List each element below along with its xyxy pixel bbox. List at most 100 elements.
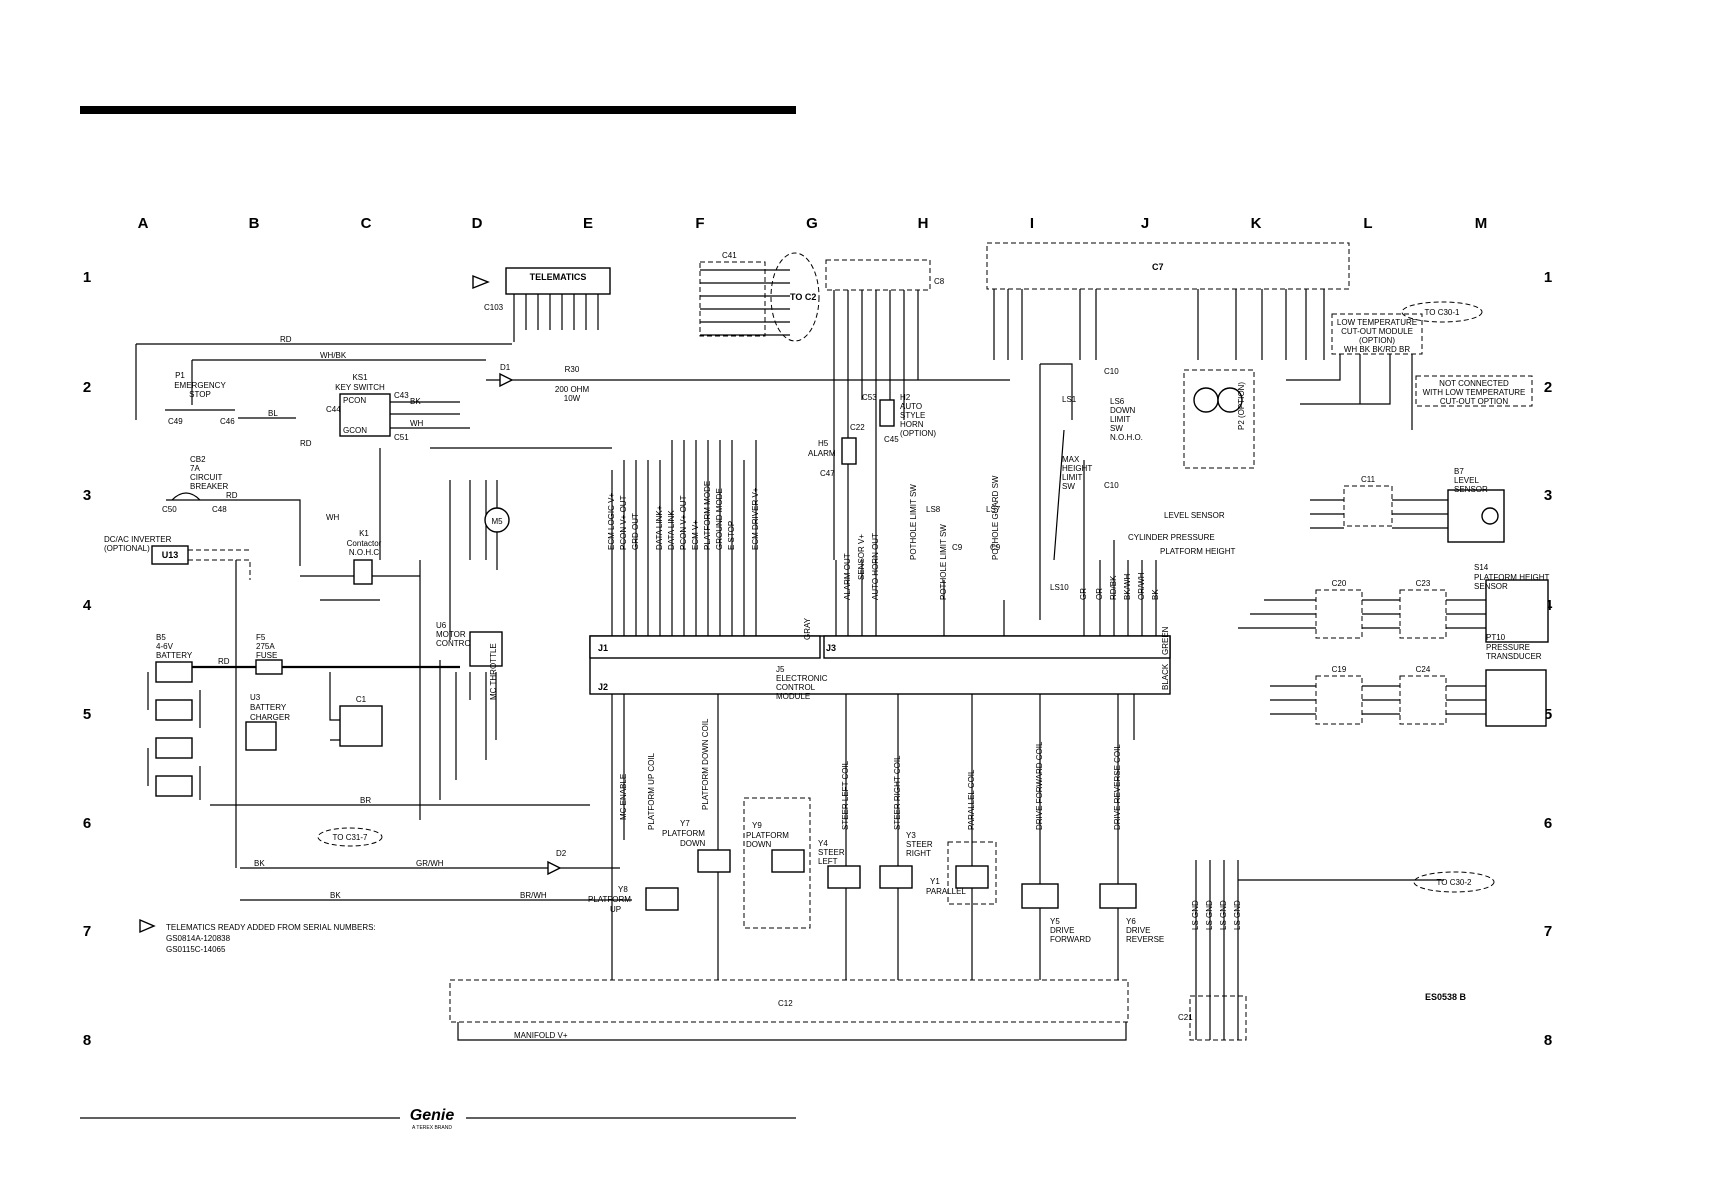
- valve-y4: [827, 865, 861, 889]
- c49-label: C49: [168, 417, 183, 426]
- to-c30-2-label: TO C30-2: [1437, 878, 1473, 887]
- ks1-key-switch: KS1 KEY SWITCH PCON GCON C43 C44 C51 BK …: [326, 373, 424, 442]
- y6-label-1: Y6: [1126, 917, 1136, 926]
- ls10-label: LS10: [1050, 583, 1069, 592]
- valve-y9: [771, 849, 805, 873]
- grid-row-3: 3: [83, 487, 91, 504]
- c8-label: C8: [934, 277, 945, 286]
- c8-connector: C8: [825, 259, 945, 560]
- u13-label: U13: [162, 550, 179, 560]
- h2-label-1: H2: [900, 393, 911, 402]
- cb2-label-2: 7A: [190, 464, 200, 473]
- s14-height-sensor: C20 C23 S14 PLATFORM HEIGHT SENSOR: [1238, 563, 1550, 643]
- c11-label: C11: [1361, 475, 1376, 484]
- ls6-label-5: N.O.H.O.: [1110, 433, 1143, 442]
- d1-r30: D1 R30 200 OHM 10W: [499, 363, 589, 403]
- grid-rows-left: 1 2 3 4 5 6 7 8: [83, 269, 92, 1049]
- j3-signals: ALARM OUT AUTO HORN OUT SENSOR V+ POTHOL…: [843, 524, 1160, 600]
- cb2-label-1: CB2: [190, 455, 206, 464]
- es-code: ES0538 B: [1425, 992, 1467, 1002]
- y8-label-1: Y8: [618, 885, 628, 894]
- plat-height-label: PLATFORM HEIGHT: [1160, 547, 1236, 556]
- ecm-label-2: ELECTRONIC: [776, 674, 828, 683]
- c43-label: C43: [394, 391, 409, 400]
- h2-label-5: (OPTION): [900, 429, 936, 438]
- brand-logo: Genie: [410, 1107, 455, 1124]
- y5-label-3: FORWARD: [1050, 935, 1091, 944]
- grid-row-1: 1: [83, 269, 91, 286]
- wire-whbk-top: WH/BK: [320, 351, 347, 360]
- limit-switches: POTHOLE LIMIT SW LS8 POTHOLE GUARD SW LS…: [909, 363, 1143, 620]
- wire-rd-c48: RD: [226, 491, 238, 500]
- j3-sig-2: AUTO HORN OUT: [871, 533, 880, 600]
- green-label: GREEN: [1161, 626, 1170, 655]
- mc-throttle-label: MC THROTTLE: [489, 643, 498, 700]
- j3-sig-1: ALARM OUT: [843, 553, 852, 600]
- ls8-label: POTHOLE LIMIT SW: [909, 484, 918, 560]
- wire-br-main: BR: [360, 796, 371, 805]
- grid-col-h: H: [918, 215, 929, 232]
- grid-row-5: 5: [83, 706, 91, 723]
- ls6-label-2: DOWN: [1110, 406, 1136, 415]
- y9-label-1: Y9: [752, 821, 762, 830]
- grid-col-c: C: [361, 215, 372, 232]
- cb2-label-3: CIRCUIT: [190, 473, 223, 482]
- c41-connector: C41 TO C2: [699, 251, 820, 342]
- wire-rd-b5: RD: [218, 657, 230, 666]
- f5-label-1: F5: [256, 633, 266, 642]
- telematics-block: TELEMATICS C103: [472, 267, 611, 342]
- telematics-flag-icon: [472, 274, 490, 290]
- grid-row-1-r: 1: [1544, 269, 1552, 286]
- j2-sig-2: PLATFORM UP COIL: [647, 752, 656, 830]
- y7-label-3: DOWN: [680, 839, 706, 848]
- cyl-pressure-label: CYLINDER PRESSURE: [1128, 533, 1215, 542]
- b7-level-sensor: C11 B7 LEVEL SENSOR LEVEL SENSOR CYLINDE…: [1128, 467, 1505, 556]
- ls6-label-1: LS6: [1110, 397, 1125, 406]
- inverter-label-2: (OPTIONAL): [104, 544, 150, 553]
- h5-label-1: H5: [818, 439, 829, 448]
- j1-sig-2: PCON V+ OUT: [619, 495, 628, 550]
- y7-label-1: Y7: [680, 819, 690, 828]
- h2-label-4: HORN: [900, 420, 924, 429]
- wire-rd-top: RD: [280, 335, 292, 344]
- valve-y3: [879, 865, 913, 889]
- p1-emergency-stop: P1 EMERGENCY STOP C49 C46: [165, 371, 235, 426]
- black-label: BLACK: [1161, 663, 1170, 690]
- j2-sig-4: STEER LEFT COIL: [841, 760, 850, 830]
- p2-label: P2 (OPTION): [1237, 382, 1246, 430]
- pt10-label-3: TRANSDUCER: [1486, 652, 1542, 661]
- y3-label-3: RIGHT: [906, 849, 931, 858]
- c21-ls-gnd: C21 LS GND LS GND LS GND LS GND TO C30-2…: [1178, 860, 1495, 1041]
- c7-connector: C7 TO C30-1: [986, 242, 1483, 360]
- c1-label: C1: [356, 695, 367, 704]
- cb2-circuit-breaker: CB2 7A CIRCUIT BREAKER C50 C48: [162, 455, 228, 514]
- grid-row-3-r: 3: [1544, 487, 1552, 504]
- ls7-id: LS7: [986, 505, 1001, 514]
- not-connected-2: WITH LOW TEMPERATURE: [1423, 388, 1526, 397]
- y9-label-2: PLATFORM: [746, 831, 789, 840]
- b5-label-2: 4-6V: [156, 642, 174, 651]
- k1-label-1: K1: [359, 529, 369, 538]
- y9-label-3: DOWN: [746, 840, 772, 849]
- ltc-title-3: (OPTION): [1359, 336, 1395, 345]
- b7-label-3: SENSOR: [1454, 485, 1488, 494]
- y1-label-2: PARALLEL: [926, 887, 966, 896]
- h2-label-2: AUTO: [900, 402, 922, 411]
- y8-label-2: PLATFORM: [588, 895, 631, 904]
- ls7-label: POTHOLE GUARD SW: [991, 475, 1000, 560]
- grid-col-g: G: [806, 215, 818, 232]
- j2-sig-6: PARALLEL COIL: [967, 769, 976, 830]
- grid-row-6: 6: [83, 815, 91, 832]
- gcon-label: GCON: [343, 426, 367, 435]
- c23-label: C23: [1416, 579, 1431, 588]
- h2-label-3: STYLE: [900, 411, 925, 420]
- d1-label: D1: [500, 363, 511, 372]
- not-connected-3: CUT-OUT OPTION: [1440, 397, 1509, 406]
- d1-diode-icon: [499, 372, 514, 388]
- j3-sig-5: GR: [1079, 588, 1088, 600]
- note-line-3: GS0115C-14065: [166, 945, 226, 954]
- grid-row-4: 4: [83, 597, 92, 614]
- valve-y1: [955, 865, 989, 889]
- ltc-title-2: CUT-OUT MODULE: [1341, 327, 1413, 336]
- j1-sig-9: GROUND MODE: [715, 488, 724, 550]
